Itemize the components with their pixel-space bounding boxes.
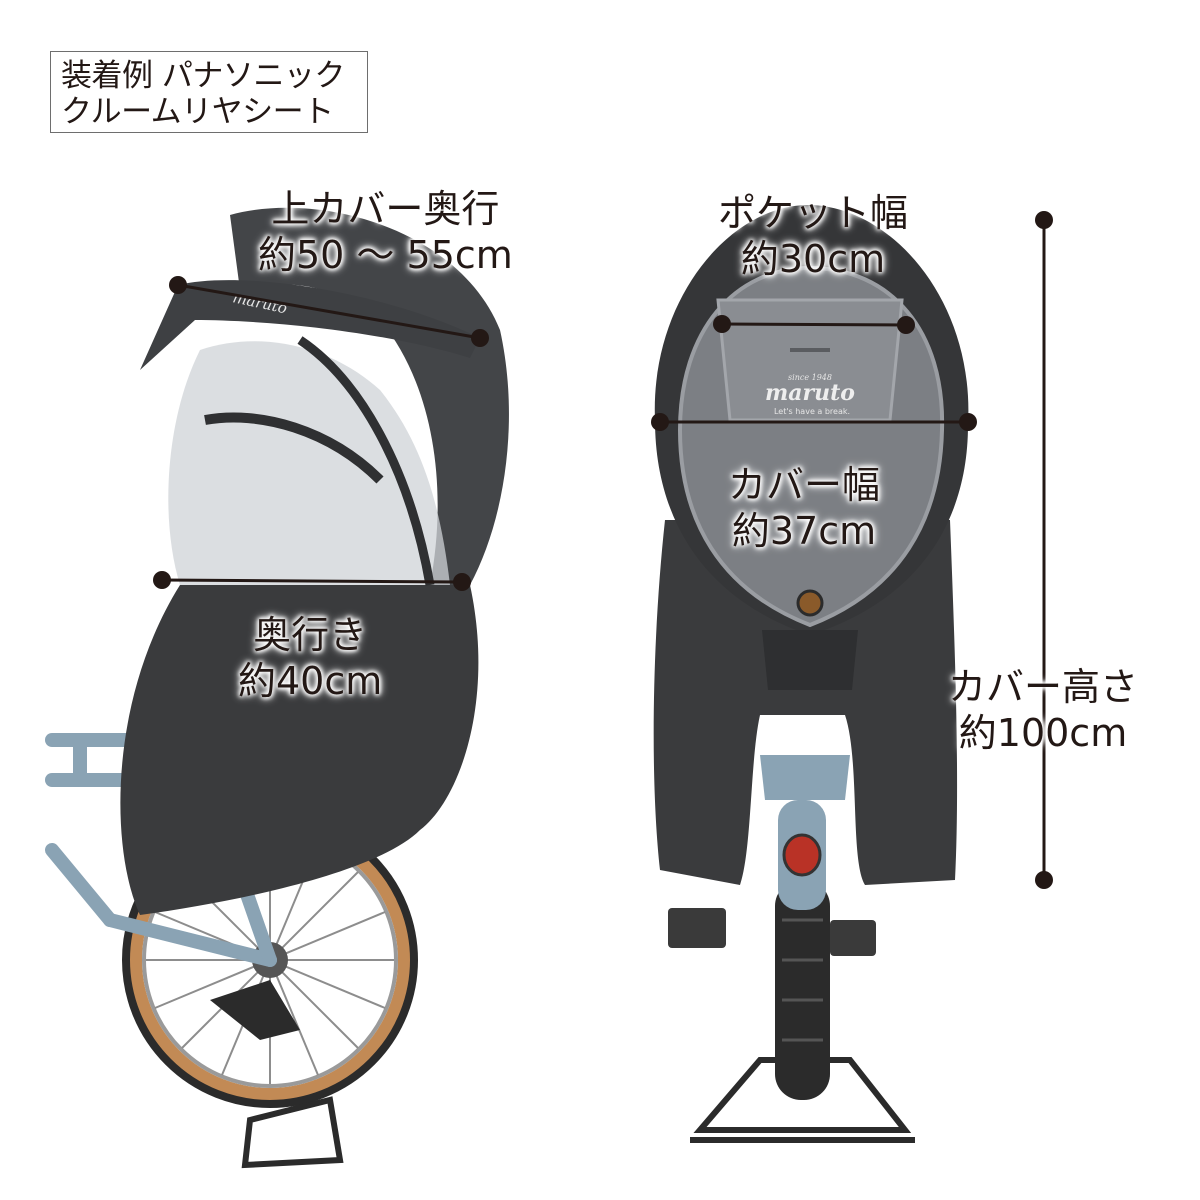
derailleur <box>210 980 300 1040</box>
pocket-width-name: ポケット幅 <box>718 191 909 235</box>
marker-dot <box>959 413 977 431</box>
note-line-1: 装着例 パナソニック <box>61 58 345 94</box>
label-cover-height: カバー高さ 約100cm <box>948 664 1138 756</box>
cover-height-value: 約100cm <box>958 711 1128 755</box>
upper-cover-back <box>230 207 509 585</box>
marker-dot <box>471 329 489 347</box>
depth-name: 奥行き <box>253 613 368 657</box>
kickstand <box>693 1057 912 1133</box>
marker-dot <box>1035 871 1053 889</box>
frame-pole <box>297 336 435 586</box>
top-depth-value: 約50 ～ 55cm <box>258 233 513 277</box>
measure-pocket-width <box>713 315 915 334</box>
pedal-right <box>830 920 876 956</box>
front-brand-logo: maruto <box>765 380 855 406</box>
measure-top-depth <box>169 276 489 347</box>
side-view-cover: maruto <box>120 207 509 915</box>
marker-dot <box>1035 211 1053 229</box>
marker-dot <box>169 276 187 294</box>
rear-view-bicycle <box>668 755 915 1143</box>
cover-width-name: カバー幅 <box>728 463 881 507</box>
pocket <box>716 298 904 422</box>
measure-cover-width <box>651 413 977 431</box>
lower-cover-body <box>653 520 958 885</box>
seat-badge <box>796 589 824 617</box>
label-depth: 奥行き 約40cm <box>238 612 382 704</box>
top-depth-name: 上カバー奥行 <box>271 187 500 231</box>
marker-dot <box>713 315 731 333</box>
front-brand-since: since 1948 <box>788 373 832 382</box>
reflector <box>782 833 822 877</box>
lower-cover-body <box>120 585 479 915</box>
window-divider <box>204 412 384 484</box>
kickstand <box>241 1096 344 1169</box>
label-cover-width: カバー幅 約37cm <box>728 462 880 554</box>
marker-dot <box>897 316 915 334</box>
rear-view-cover: since 1948 maruto Let's have a break. <box>653 205 969 885</box>
mounting-example-note: 装着例 パナソニック クルームリヤシート <box>50 51 368 133</box>
cover-width-value: 約37cm <box>731 509 877 553</box>
marker-dot <box>651 413 669 431</box>
front-brand-tagline: Let's have a break. <box>774 407 850 416</box>
label-pocket-width: ポケット幅 約30cm <box>718 190 908 282</box>
cover-height-name: カバー高さ <box>948 665 1139 709</box>
marker-dot <box>453 573 471 591</box>
measure-cover-height <box>1035 211 1053 889</box>
measure-depth <box>153 571 471 591</box>
note-line-2: クルームリヤシート <box>61 94 334 130</box>
marker-dot <box>153 571 171 589</box>
label-top-depth: 上カバー奥行 約50 ～ 55cm <box>258 186 513 278</box>
rear-carrier <box>760 755 850 800</box>
clear-window <box>168 341 451 585</box>
pocket-width-value: 約30cm <box>740 237 886 281</box>
seat-base <box>762 630 858 690</box>
rear-tire <box>775 880 830 1100</box>
pedal-left <box>668 908 726 948</box>
upper-cover-front-flap <box>140 280 480 370</box>
depth-value: 約40cm <box>238 659 383 703</box>
